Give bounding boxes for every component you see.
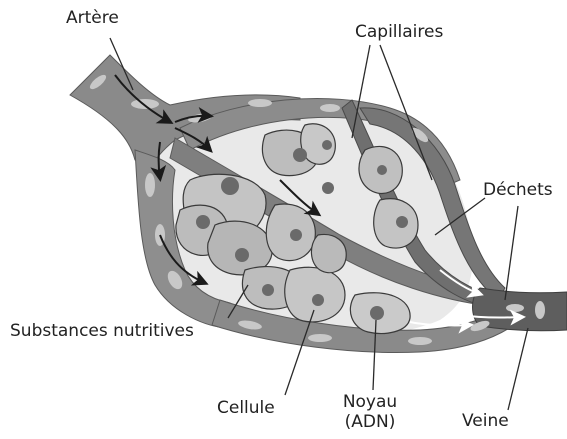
label-noyau-line1: Noyau: [343, 392, 397, 412]
nucleus: [262, 284, 274, 296]
label-artere: Artère: [66, 8, 119, 28]
label-noyau-line2: (ADN): [345, 412, 396, 432]
nucleus: [235, 248, 249, 262]
nucleus: [196, 215, 210, 229]
nucleus: [293, 148, 307, 162]
nucleus: [290, 229, 302, 241]
label-substances-nutritives: Substances nutritives: [10, 321, 194, 341]
nucleus: [312, 294, 324, 306]
nucleus: [221, 177, 239, 195]
nucleus: [396, 216, 408, 228]
label-veine: Veine: [462, 411, 509, 431]
label-capillaires: Capillaires: [355, 22, 443, 42]
label-noyau: Noyau (ADN): [338, 392, 402, 432]
label-dechets: Déchets: [483, 180, 553, 200]
cell: [285, 267, 345, 322]
nucleus: [322, 182, 334, 194]
nucleus: [377, 165, 387, 175]
nucleus: [322, 140, 332, 150]
nucleus: [370, 306, 384, 320]
label-cellule: Cellule: [217, 398, 275, 418]
